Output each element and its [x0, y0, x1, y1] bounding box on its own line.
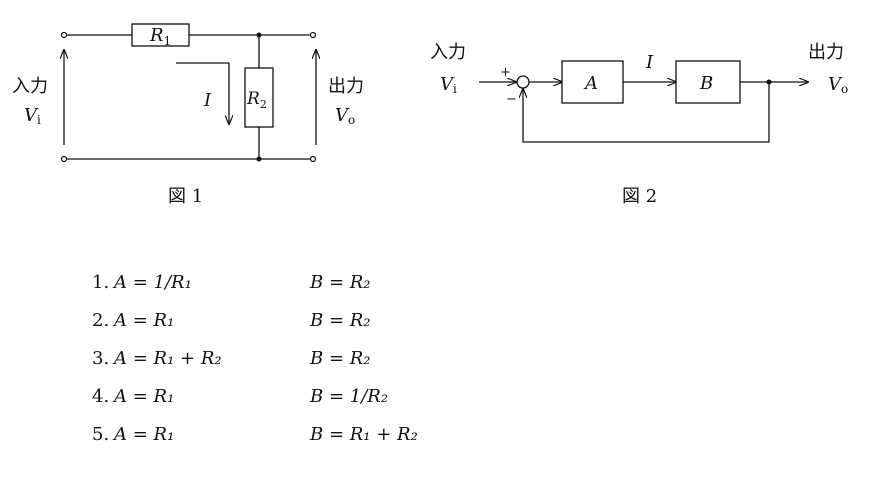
- terminal-in-top: [60, 31, 68, 39]
- choice-a-expression: A = R₁: [114, 310, 175, 331]
- figure-2: 入力 Vi + − A I B 出力 Vo 図 2: [430, 42, 848, 207]
- choice-b-expression: B = 1/R₂: [310, 386, 389, 407]
- fig2-output-label: 出力: [808, 42, 844, 63]
- choice-5[interactable]: 5. A = R₁ B = R₁ + R₂: [92, 420, 418, 458]
- choice-b-expression: B = R₂: [310, 272, 371, 293]
- fig2-input-var: Vi: [440, 74, 457, 96]
- choice-a-expression: A = R₁ + R₂: [114, 348, 222, 369]
- choice-3[interactable]: 3. A = R₁ + R₂ B = R₂: [92, 344, 418, 382]
- choice-2[interactable]: 2. A = R₁ B = R₂: [92, 306, 418, 344]
- minus-sign: −: [506, 92, 517, 107]
- terminal-out-bottom: [309, 155, 317, 163]
- fig2-output-var: Vo: [828, 74, 848, 96]
- figure-1-caption: 図 1: [168, 186, 203, 207]
- answer-choices: 1. A = 1/R₁ B = R₂ 2. A = R₁ B = R₂ 3. A…: [92, 268, 418, 458]
- current-label: I: [203, 90, 212, 111]
- choice-number: 4.: [92, 386, 110, 407]
- resistor-r1: [131, 23, 190, 47]
- choice-a-expression: A = R₁: [114, 386, 175, 407]
- choice-b-expression: B = R₂: [310, 310, 371, 331]
- terminal-out-top: [309, 31, 317, 39]
- choice-number: 3.: [92, 348, 110, 369]
- terminal-in-bottom: [60, 155, 68, 163]
- choice-b-expression: B = R₂: [310, 348, 371, 369]
- input-var: Vi: [24, 105, 41, 127]
- choice-number: 5.: [92, 424, 110, 445]
- summing-junction: [516, 75, 530, 89]
- junction-top: [256, 32, 262, 38]
- fig2-input-label: 入力: [430, 42, 466, 63]
- figure-1: R1 R2 I 入力 Vi 出力 Vo 図 1: [12, 23, 364, 207]
- input-label: 入力: [12, 76, 48, 97]
- r2-label: R2: [246, 89, 267, 111]
- junction-bottom: [256, 156, 262, 162]
- block-a: [561, 60, 624, 104]
- choice-number: 2.: [92, 310, 110, 331]
- r1-label: R1: [149, 25, 171, 48]
- block-a-label: A: [583, 73, 598, 94]
- choice-a-expression: A = R₁: [114, 424, 175, 445]
- fig2-current-label: I: [645, 52, 654, 73]
- feedback-path: [523, 82, 770, 143]
- output-label: 出力: [328, 76, 364, 97]
- current-arrow: [176, 62, 229, 124]
- figure-2-caption: 図 2: [622, 186, 657, 207]
- choice-1[interactable]: 1. A = 1/R₁ B = R₂: [92, 268, 418, 306]
- block-b-label: B: [699, 73, 713, 94]
- output-var: Vo: [335, 105, 355, 127]
- choice-4[interactable]: 4. A = R₁ B = 1/R₂: [92, 382, 418, 420]
- choice-number: 1.: [92, 272, 110, 293]
- resistor-r2: [244, 67, 274, 128]
- plus-sign: +: [500, 65, 511, 80]
- choice-a-expression: A = 1/R₁: [114, 272, 192, 293]
- choice-b-expression: B = R₁ + R₂: [310, 424, 418, 445]
